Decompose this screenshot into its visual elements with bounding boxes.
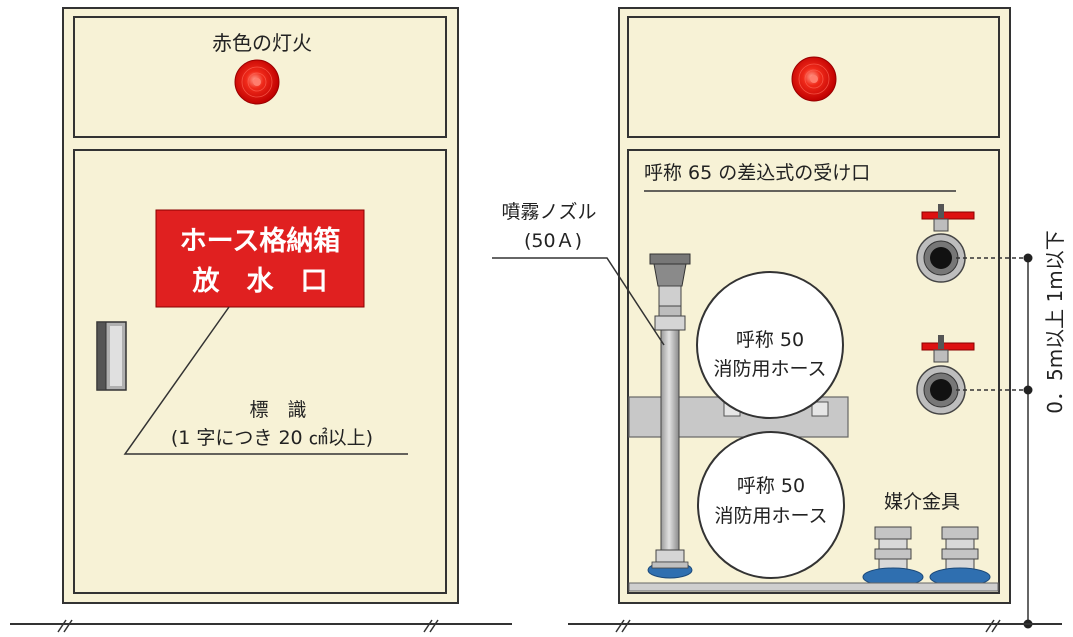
hose-top-label-2: 消防用ホース [713,358,826,380]
sign-line-2: 放 水 口 [192,265,328,297]
nozzle-leader-line [492,257,665,346]
bottom-shelf [628,582,999,592]
height-dimension: 0．5m以上 1m以下 [956,230,1067,629]
height-label: 0．5m以上 1m以下 [1043,230,1067,414]
hose-bottom-label-2: 消防用ホース [714,505,827,527]
sign-caption-1: 標 識 [249,399,306,421]
sign-line-1: ホース格納箱 [180,225,341,257]
hose-reel-top: 呼称 50 消防用ホース [696,271,844,419]
nozzle-label-2: (50Ａ) [524,230,582,252]
inlet-valve-lower [916,335,975,415]
adapter-label: 媒介金具 [884,491,960,513]
red-lamp-icon [791,56,837,102]
hose-top-label-1: 呼称 50 [736,329,804,351]
hose-box-sign [155,209,365,308]
sign-leader-line [123,306,408,455]
hose-reel-bottom: 呼称 50 消防用ホース [697,431,845,579]
right-cabinet: 呼称 65 の差込式の受け口 呼称 50 消防用ホース 呼称 50 消防用ホース [492,7,1011,604]
right-floor-line [568,619,1062,633]
nozzle-label-1: 噴霧ノズル [501,201,596,223]
lamp-label: 赤色の灯火 [212,31,312,55]
spray-nozzle [647,253,693,579]
left-cabinet: 赤色の灯火 ホース格納箱 放 水 口 標 識 (1 字につき 20 ㎠以上) [62,7,459,604]
red-lamp-icon [234,59,280,105]
inlet-label: 呼称 65 の差込式の受け口 [644,162,870,184]
door-handle [96,321,127,391]
left-floor-line [10,619,512,633]
hose-bottom-label-1: 呼称 50 [737,475,805,497]
adapter-fitting-right [929,526,991,587]
sign-caption-2: (1 字につき 20 ㎠以上) [171,426,373,449]
